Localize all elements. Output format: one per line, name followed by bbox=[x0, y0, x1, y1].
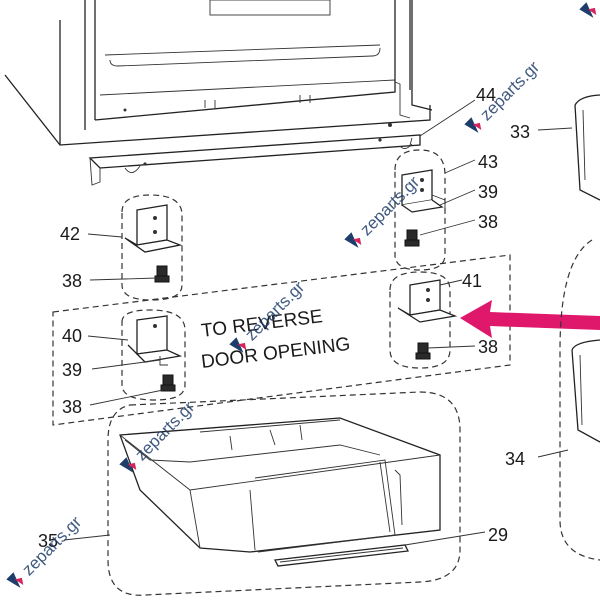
note-line-2: DOOR OPENING bbox=[200, 334, 351, 373]
callout-42: 42 bbox=[60, 224, 80, 244]
pointer-arrow bbox=[460, 300, 600, 338]
callout-41: 41 bbox=[462, 271, 482, 291]
callout-38-top-right: 38 bbox=[478, 212, 498, 232]
part-34-door-bin bbox=[537, 239, 600, 561]
callout-44: 44 bbox=[476, 85, 496, 105]
callout-40: 40 bbox=[62, 326, 82, 346]
callout-34: 34 bbox=[505, 449, 525, 469]
callout-29: 29 bbox=[488, 525, 508, 545]
callout-38-bottom-left: 38 bbox=[62, 397, 82, 417]
zeparts-logo-icon bbox=[119, 457, 134, 473]
zeparts-logo-icon bbox=[464, 117, 479, 133]
callout-33: 33 bbox=[510, 122, 530, 142]
callout-38-right: 38 bbox=[478, 337, 498, 357]
callout-39-bottom: 39 bbox=[62, 360, 82, 380]
callout-43: 43 bbox=[478, 152, 498, 172]
part-29-drawer-strip bbox=[274, 531, 486, 567]
part-42-hinge-left bbox=[87, 194, 183, 301]
watermark-6 bbox=[579, 2, 597, 18]
part-41-hinge-reverse bbox=[389, 271, 476, 369]
cabinet-body bbox=[4, 0, 433, 146]
callout-39-top: 39 bbox=[478, 182, 498, 202]
callout-38-left: 38 bbox=[62, 271, 82, 291]
zeparts-logo-icon bbox=[579, 2, 594, 18]
zeparts-logo-icon bbox=[344, 232, 359, 248]
watermark-text: zeparts.gr bbox=[18, 512, 85, 579]
part-33-door-bin bbox=[537, 94, 600, 201]
zeparts-logo-icon bbox=[229, 337, 244, 353]
zeparts-logo-icon bbox=[6, 572, 21, 588]
part-35-crisper-drawer bbox=[63, 391, 461, 596]
part-40-hinge-reverse bbox=[87, 309, 186, 406]
part-44-front-rail bbox=[88, 99, 476, 186]
reverse-note-box bbox=[52, 254, 511, 426]
callout-35: 35 bbox=[38, 531, 58, 551]
watermark-5: zeparts.gr bbox=[6, 512, 85, 588]
part-43-hinge-right bbox=[394, 149, 476, 271]
